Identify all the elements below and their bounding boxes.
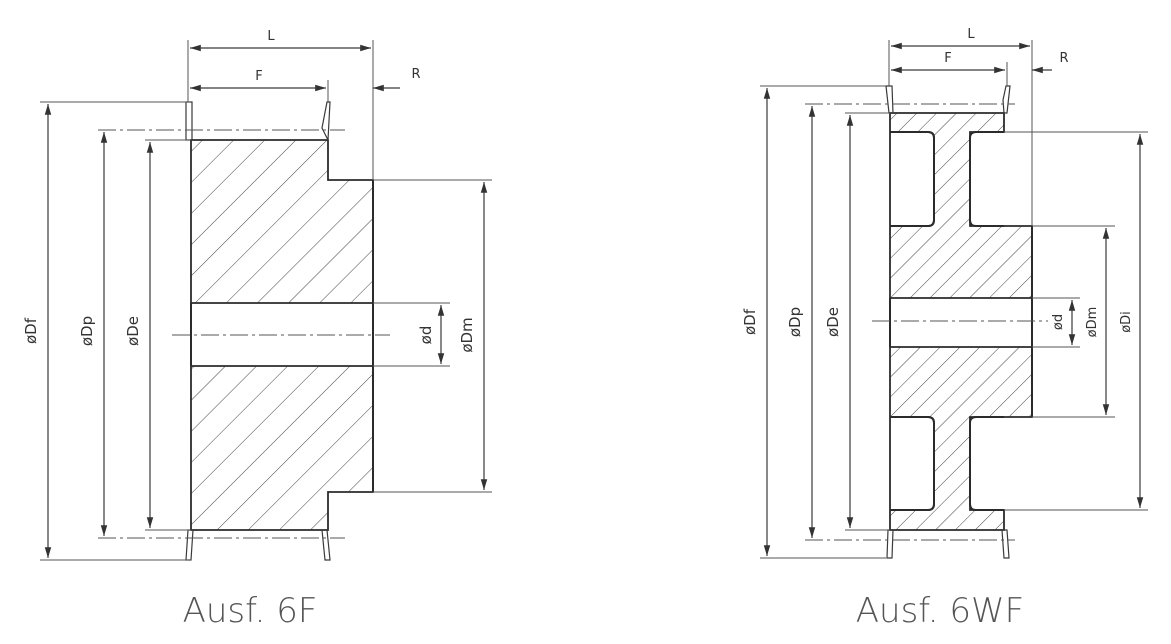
dim-d-label-6WF: ød <box>1051 314 1066 330</box>
pulley-drawing-6F: L F R øDf øDp øDe ød øDm Ausf. 6F <box>22 29 492 631</box>
pulley-body-section-upper <box>190 139 374 304</box>
dim-Df-label-6WF: øDf <box>741 308 759 335</box>
caption-6WF: Ausf. 6WF <box>856 591 1024 631</box>
dim-Dm-label: øDm <box>458 317 476 352</box>
flange-left-bottom <box>185 529 194 561</box>
dim-Dm-label-6WF: øDm <box>1085 307 1100 338</box>
caption-6F: Ausf. 6F <box>183 591 318 631</box>
dim-Dp-label: øDp <box>78 316 96 346</box>
dim-d-label: ød <box>417 326 435 345</box>
flange-right-bottom <box>321 529 331 561</box>
dim-Df-label: øDf <box>22 317 40 344</box>
dim-De-label-6WF: øDe <box>824 307 842 337</box>
dim-L-label: L <box>267 29 275 44</box>
pulley-body-section-lower <box>190 365 374 531</box>
dim-R-label: R <box>411 67 420 82</box>
dim-R-label-6WF: R <box>1059 51 1068 66</box>
pulley-rim-section-lower <box>889 346 1033 531</box>
dim-Dp-label-6WF: øDp <box>786 307 804 337</box>
pulley-drawing-6WF: L F R øDf øDp øDe ød øDm øDi Ausf. 6WF <box>741 27 1148 631</box>
dim-De-label: øDe <box>124 316 142 346</box>
dim-F-label: F <box>255 69 262 84</box>
dim-F-label-6WF: F <box>944 51 951 66</box>
dim-Di-label-6WF: øDi <box>1119 311 1134 333</box>
flange-left-top <box>185 101 193 141</box>
flange-right-top <box>321 101 331 143</box>
pulley-rim-section-upper <box>889 112 1033 299</box>
dim-L-label-6WF: L <box>967 27 975 42</box>
